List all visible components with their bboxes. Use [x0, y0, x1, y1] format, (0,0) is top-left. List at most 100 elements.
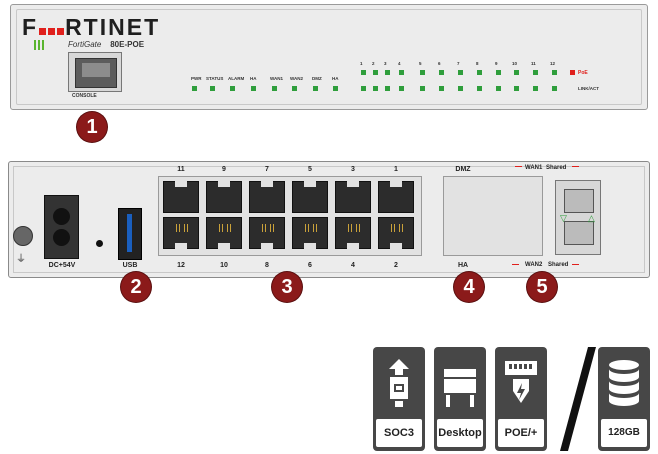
dmz-wan-port-group	[443, 176, 543, 256]
rj45-port	[292, 181, 328, 213]
led-label-ha2: HA	[332, 76, 339, 81]
port-led	[385, 86, 390, 91]
fortinet-green-bars-icon	[34, 40, 46, 50]
callout-5: 5	[527, 272, 557, 302]
front-port-num: 5	[419, 61, 422, 66]
callout-4: 4	[454, 272, 484, 302]
front-port-num: 12	[550, 61, 556, 66]
port-label-top: 11	[177, 166, 185, 173]
port-led	[458, 86, 463, 91]
poe-card: POE/+	[495, 347, 547, 451]
shared-bottom-label: Shared	[548, 262, 569, 268]
port-led	[385, 70, 390, 75]
soc3-card: SOC3	[373, 347, 425, 451]
led-label-wan2: WAN2	[290, 76, 304, 81]
port-led	[399, 86, 404, 91]
rj45-port	[292, 217, 328, 249]
led-label-ha: HA	[250, 76, 257, 81]
led-ha	[251, 86, 256, 91]
port-label-top: 7	[265, 166, 269, 173]
poe-label-card: POE/+	[498, 419, 544, 447]
soc3-chip-icon	[389, 359, 409, 407]
rj45-port	[335, 181, 371, 213]
led-pwr	[192, 86, 197, 91]
rj45-port	[249, 217, 285, 249]
port-led	[420, 86, 425, 91]
dc-label: DC+54V	[48, 262, 76, 269]
front-port-num: 8	[476, 61, 479, 66]
rj45-port	[378, 181, 414, 213]
ha-label: HA	[457, 262, 469, 269]
led-wan1	[272, 86, 277, 91]
rj45-port	[378, 217, 414, 249]
wan1-bracket	[515, 166, 522, 167]
port-led	[373, 70, 378, 75]
usb-port	[118, 208, 142, 260]
port-led	[514, 70, 519, 75]
front-port-num: 7	[457, 61, 460, 66]
led-label-status: STATUS	[206, 76, 224, 81]
shared-top-label: Shared	[546, 165, 567, 171]
front-port-num: 3	[384, 61, 387, 66]
port-led	[439, 70, 444, 75]
front-port-num: 11	[531, 61, 536, 66]
callout-1: 1	[77, 112, 107, 142]
led-alarm	[230, 86, 235, 91]
front-port-num: 10	[512, 61, 518, 66]
port-label-bottom: 2	[394, 262, 398, 269]
soc3-label: SOC3	[376, 419, 422, 447]
port-led	[361, 70, 366, 75]
led-status	[210, 86, 215, 91]
port-led	[552, 86, 557, 91]
database-icon	[609, 360, 639, 406]
model-label: FortiGate 80E-POE	[68, 40, 145, 49]
port-label-top: 3	[351, 166, 355, 173]
ground-symbol-icon: ⏚	[16, 254, 26, 265]
port-led	[477, 70, 482, 75]
port-led	[533, 86, 538, 91]
desktop-icon	[444, 369, 476, 407]
port-led	[496, 70, 501, 75]
port-led	[373, 86, 378, 91]
poe-led	[570, 70, 575, 75]
led-label-dmz: DMZ	[312, 76, 322, 81]
port-label-bottom: 6	[308, 262, 312, 269]
sfp-cage: ▽ △	[555, 180, 601, 255]
usb-label: USB	[122, 262, 138, 269]
port-label-top: 5	[308, 166, 312, 173]
wan2-bracket	[512, 264, 519, 265]
poe-plug-icon	[505, 361, 537, 403]
callout-3: 3	[272, 272, 302, 302]
led-dmz	[313, 86, 318, 91]
rj45-port	[206, 217, 242, 249]
led-ha-2	[333, 86, 338, 91]
port-label-top: 1	[394, 166, 398, 173]
led-wan2	[292, 86, 297, 91]
port-label-bottom: 8	[265, 262, 269, 269]
front-port-num: 1	[360, 61, 363, 66]
port-led	[399, 70, 404, 75]
port-led	[439, 86, 444, 91]
port-label-bottom: 4	[351, 262, 355, 269]
console-port	[68, 52, 122, 92]
port-label-top: 9	[222, 166, 226, 173]
shared-bracket-bottom	[572, 264, 579, 265]
rj45-port	[335, 217, 371, 249]
ground-screw-icon	[13, 226, 33, 246]
port-label-bottom: 10	[220, 262, 228, 269]
poe-label: PoE	[578, 70, 588, 76]
port-led	[458, 70, 463, 75]
front-port-num: 4	[398, 61, 401, 66]
rj45-port	[206, 181, 242, 213]
port-led	[552, 70, 557, 75]
link-act-label: LINK/ACT	[578, 86, 599, 91]
wan2-label: WAN2	[525, 262, 543, 268]
port-led	[420, 70, 425, 75]
console-label: CONSOLE	[72, 93, 97, 99]
led-label-pwr: PWR	[191, 76, 202, 81]
desktop-card: Desktop	[434, 347, 486, 451]
storage-card: 128GB	[598, 347, 650, 451]
front-port-num: 6	[438, 61, 441, 66]
wan1-label: WAN1	[525, 165, 543, 171]
